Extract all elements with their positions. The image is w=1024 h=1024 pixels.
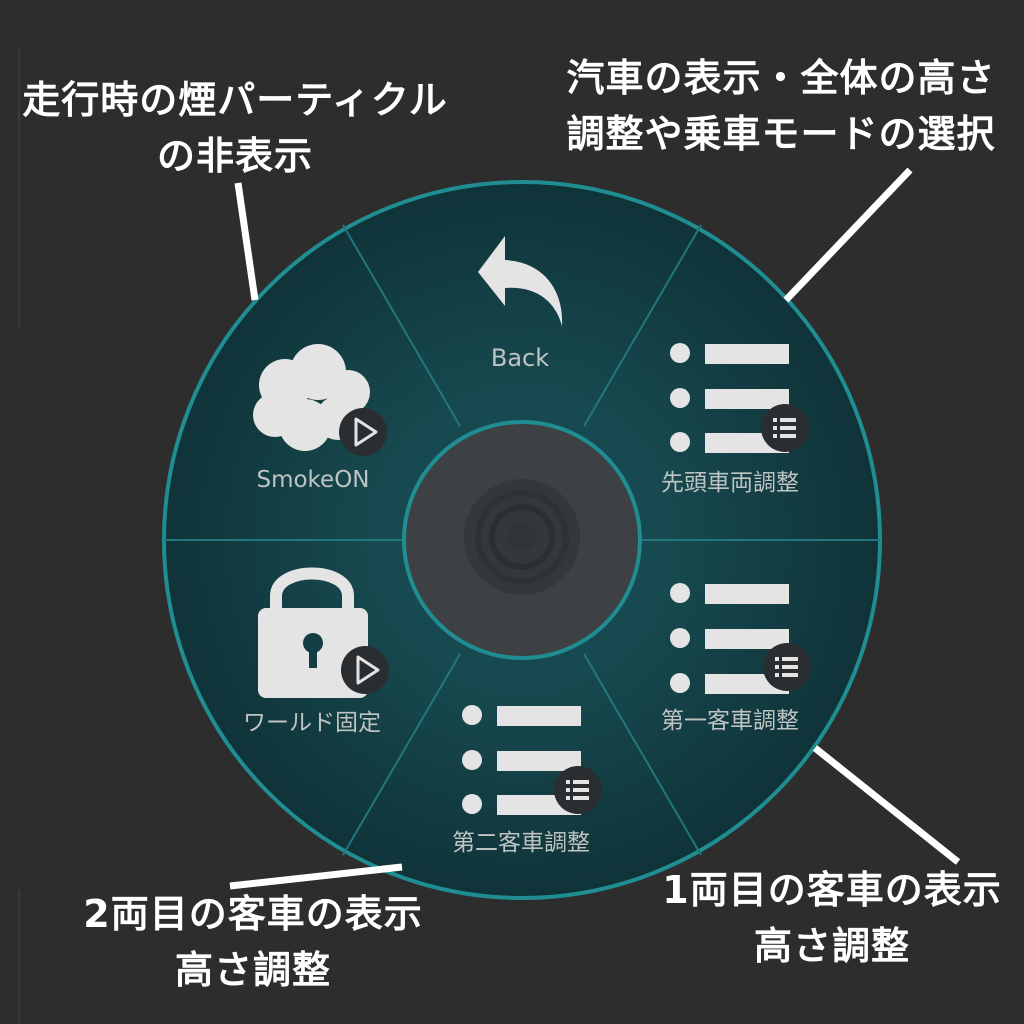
annotation-car1-line-2: 高さ調整 [753,924,910,968]
annotation-car2-line-1: 2両目の客車の表示 [83,892,423,936]
menu-badge-icon [761,404,809,452]
annotation-car-1: 1両目の客車の表示 高さ調整 [640,862,1024,974]
annotation-lead-line-1: 汽車の表示・全体の高さ [566,56,996,100]
annotation-lead-line-2: 調整や乗車モードの選択 [566,112,996,156]
label-car-2: 第二客車調整 [452,830,590,856]
label-back: Back [491,344,549,372]
annotation-smoke-line-2: の非表示 [156,134,313,178]
smoke-cloud-icon [253,344,370,451]
label-smoke: SmokeON [256,467,369,493]
label-world-lock: ワールド固定 [243,710,381,736]
annotation-car-2: 2両目の客車の表示 高さ調整 [58,886,448,998]
left-edge-line-bottom [18,890,20,1024]
label-lead-car: 先頭車両調整 [661,470,799,496]
lock-icon [258,567,368,698]
annotation-car1-line-1: 1両目の客車の表示 [662,868,1002,912]
annotation-car2-line-2: 高さ調整 [174,948,331,992]
menu-badge-icon [554,766,602,814]
left-edge-line-top [18,48,20,328]
sector-dividers [164,224,880,856]
annotation-smoke-line-1: 走行時の煙パーティクル [22,78,448,122]
menu-badge-icon [763,643,811,691]
annotation-lead-car: 汽車の表示・全体の高さ 調整や乗車モードの選択 [546,50,1016,162]
annotation-pointers [229,167,961,890]
center-button[interactable] [464,479,580,595]
label-car-1: 第一客車調整 [661,708,799,734]
back-arrow-icon [478,236,563,326]
list-icon [670,343,789,453]
play-badge-icon [339,408,387,456]
play-badge-icon [341,646,389,694]
annotation-smoke: 走行時の煙パーティクル の非表示 [10,72,460,184]
